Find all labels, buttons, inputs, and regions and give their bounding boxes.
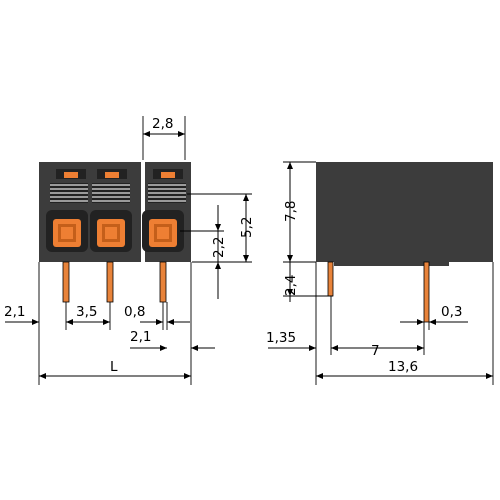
front-dimensions: 2,8 5,2 2,2 2,1 3,5 0,8 2,1: [4, 116, 255, 385]
dim-pitch-3-5: 3,5: [76, 304, 97, 320]
dim-offset-1-35: 1,35: [266, 330, 296, 346]
dim-height-7-8: 7,8: [283, 201, 299, 222]
dim-depth-13-6: 13,6: [388, 359, 418, 375]
front-pins: [62, 261, 167, 303]
side-housing: [316, 162, 493, 266]
dim-pin-0-8: 0,8: [124, 304, 145, 320]
front-view: [39, 162, 191, 303]
top-slots: [50, 169, 186, 203]
side-pin-right: [423, 261, 430, 323]
side-dimensions: 7,8 2,4 1,35 7 0,3 13,6: [266, 161, 494, 385]
dim-pin-2-4: 2,4: [283, 275, 299, 296]
dim-side-7: 7: [371, 343, 380, 359]
side-pin-left: [327, 261, 334, 297]
dim-pitch-top: 2,8: [152, 116, 173, 132]
side-view: [316, 162, 493, 323]
push-buttons: [46, 210, 184, 252]
dim-height-5-2: 5,2: [239, 217, 255, 238]
dim-width-L: L: [110, 359, 118, 375]
dim-left-2-1: 2,1: [4, 304, 25, 320]
dim-right-2-1: 2,1: [130, 329, 151, 345]
dim-side-0-3: 0,3: [441, 304, 462, 320]
dim-height-2-2: 2,2: [211, 237, 227, 258]
